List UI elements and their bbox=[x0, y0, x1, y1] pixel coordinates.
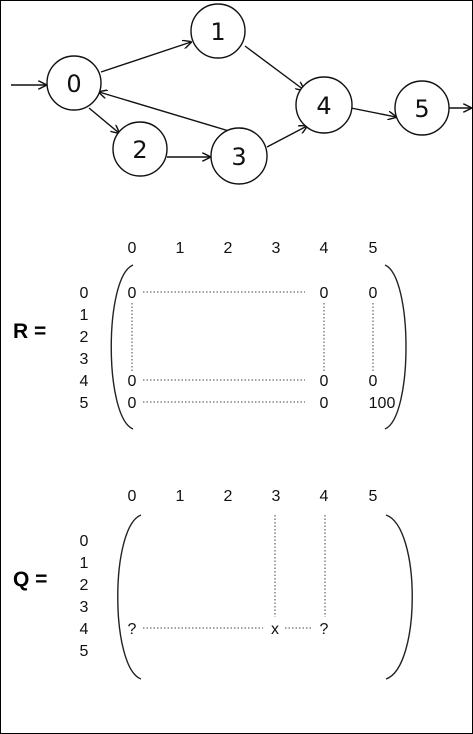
node-label: 5 bbox=[414, 95, 429, 123]
matrix-cell: 0 bbox=[128, 373, 137, 390]
q-col-headers: 0 1 2 3 4 5 bbox=[128, 488, 378, 505]
node-label: 0 bbox=[66, 70, 81, 98]
q-matrix: Q = 0 1 2 3 4 5 0 1 2 3 4 5 ? x ? bbox=[13, 488, 413, 680]
matrix-cell: 0 bbox=[320, 395, 329, 412]
edge-3-4 bbox=[266, 126, 307, 148]
row-header: 0 bbox=[80, 285, 89, 302]
row-header: 3 bbox=[80, 599, 89, 616]
col-header: 0 bbox=[128, 488, 137, 505]
col-header: 2 bbox=[224, 240, 233, 257]
r-col-headers: 0 1 2 3 4 5 bbox=[128, 240, 378, 257]
node-3: 3 bbox=[210, 127, 268, 185]
matrix-cell: 0 bbox=[128, 285, 137, 302]
col-header: 0 bbox=[128, 240, 137, 257]
matrix-cell: 0 bbox=[128, 395, 137, 412]
edge-0-2 bbox=[88, 107, 119, 133]
edge-4-5 bbox=[350, 107, 396, 117]
row-header: 2 bbox=[80, 577, 89, 594]
col-header: 1 bbox=[176, 488, 185, 505]
matrix-cell: x bbox=[271, 621, 279, 638]
q-matrix-label: Q = bbox=[13, 568, 47, 591]
row-header: 0 bbox=[80, 533, 89, 550]
row-header: 5 bbox=[80, 395, 89, 412]
matrix-cell: 100 bbox=[369, 395, 396, 412]
node-2: 2 bbox=[112, 121, 168, 177]
node-label: 2 bbox=[132, 136, 147, 164]
col-header: 5 bbox=[369, 240, 378, 257]
node-0: 0 bbox=[46, 55, 102, 111]
r-matrix-label: R = bbox=[13, 320, 46, 343]
col-header: 4 bbox=[320, 488, 329, 505]
row-header: 5 bbox=[80, 643, 89, 660]
r-matrix: R = 0 1 2 3 4 5 0 1 2 3 4 5 0 0 bbox=[13, 240, 407, 430]
col-header: 4 bbox=[320, 240, 329, 257]
r-left-bracket bbox=[110, 264, 134, 430]
node-label: 3 bbox=[231, 143, 246, 171]
row-header: 1 bbox=[80, 555, 89, 572]
row-header: 4 bbox=[80, 621, 89, 638]
q-left-bracket bbox=[117, 514, 142, 680]
q-cells: ? x ? bbox=[128, 621, 329, 638]
r-row-headers: 0 1 2 3 4 5 bbox=[80, 285, 89, 412]
node-5: 5 bbox=[394, 80, 450, 136]
matrix-cell: ? bbox=[128, 621, 137, 638]
col-header: 3 bbox=[272, 240, 281, 257]
edge-0-1 bbox=[100, 42, 191, 73]
node-label: 4 bbox=[316, 92, 331, 120]
node-4: 4 bbox=[295, 76, 353, 134]
node-label: 1 bbox=[210, 18, 225, 46]
col-header: 2 bbox=[224, 488, 233, 505]
edge-1-4 bbox=[244, 45, 304, 90]
col-header: 5 bbox=[369, 488, 378, 505]
matrix-cell: 0 bbox=[320, 373, 329, 390]
state-graph: 0 1 2 3 4 5 bbox=[11, 3, 471, 185]
row-header: 4 bbox=[80, 373, 89, 390]
r-cells: 0 0 0 0 0 0 0 0 100 bbox=[128, 285, 396, 412]
edge-3-0 bbox=[99, 92, 230, 132]
r-right-bracket bbox=[384, 264, 407, 430]
row-header: 2 bbox=[80, 329, 89, 346]
matrix-cell: 0 bbox=[320, 285, 329, 302]
q-right-bracket bbox=[385, 514, 413, 680]
row-header: 1 bbox=[80, 307, 89, 324]
q-row-headers: 0 1 2 3 4 5 bbox=[80, 533, 89, 660]
node-1: 1 bbox=[190, 3, 246, 59]
col-header: 3 bbox=[272, 488, 281, 505]
row-header: 3 bbox=[80, 351, 89, 368]
matrix-cell: 0 bbox=[369, 285, 378, 302]
matrix-cell: 0 bbox=[369, 373, 378, 390]
matrix-cell: ? bbox=[320, 621, 329, 638]
col-header: 1 bbox=[176, 240, 185, 257]
